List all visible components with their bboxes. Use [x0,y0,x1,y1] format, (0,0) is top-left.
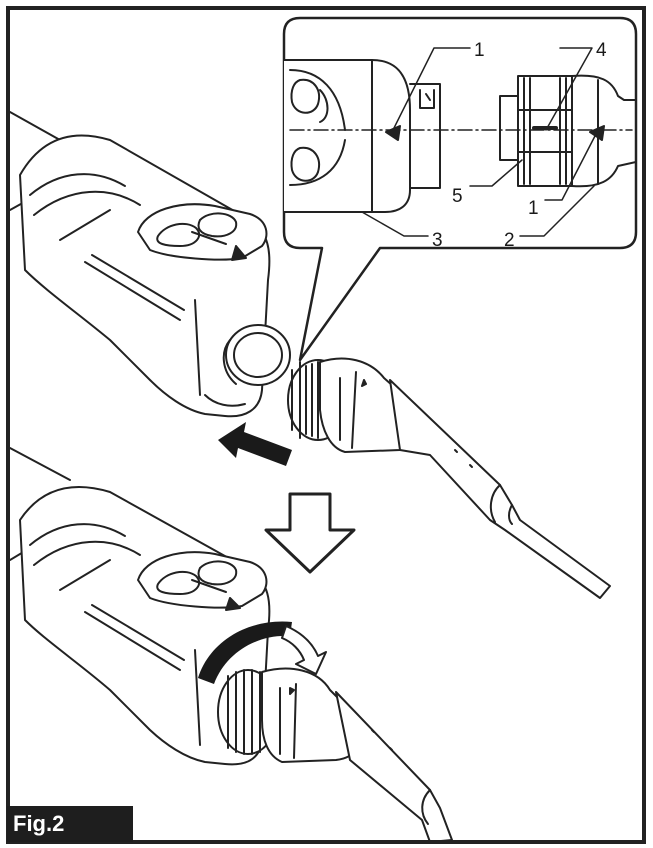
cable-bottom [335,691,453,840]
callout-1-top: 1 [474,40,485,61]
figure-label-box [7,806,133,842]
clockwise-rotate-icon [198,621,327,684]
tool-end-cap-bottom [137,551,268,611]
left-arrow-icon [218,422,292,466]
down-arrow-icon [264,492,356,574]
cable-connector-bottom [217,667,363,763]
callout-2: 2 [504,230,515,251]
tool-socket-top [222,324,291,386]
figure-label: Fig.2 [13,811,65,836]
callout-3: 3 [432,230,443,251]
callout-4: 4 [596,40,607,61]
callout-1-bottom: 1 [528,198,539,219]
cable-top [389,379,611,599]
detail-inset [282,16,638,362]
tool-end-cap-top [137,203,268,261]
callout-5: 5 [452,186,463,207]
callout-leaders [361,47,597,237]
